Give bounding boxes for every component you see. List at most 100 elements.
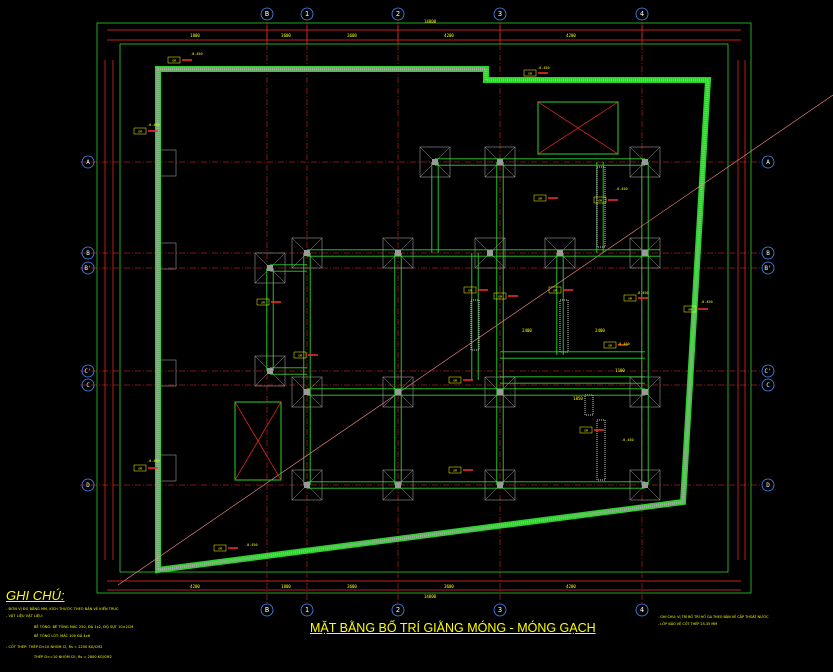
pad-footing <box>484 469 516 501</box>
right-note-line: - LỚP BẢO VỆ CỐT THÉP 25-35 MM <box>658 622 718 626</box>
row-axis-bubble <box>81 246 95 260</box>
section-tag: GM <box>213 544 238 552</box>
brick-wall <box>584 394 594 416</box>
section-tag-text: GM <box>218 547 222 551</box>
section-tag-box <box>256 298 270 306</box>
section-tag-text: GM <box>453 469 457 473</box>
diagonal-reference-line <box>117 94 833 586</box>
section-tag-text: GM <box>553 289 557 293</box>
dimension-text-top: 4200 <box>566 33 576 38</box>
pad-footing <box>254 355 286 387</box>
section-tag-box <box>623 294 637 302</box>
row-axis-label: D <box>766 482 770 489</box>
column-stub <box>432 159 438 165</box>
right-note-line: - GHI CHÚ: VỊ TRÍ BỐ TRÍ HỐ GA THEO BẢN … <box>658 615 769 619</box>
row-axis-bubble <box>81 478 95 492</box>
column-axis-label: B <box>265 10 269 18</box>
section-tag-box <box>683 305 697 313</box>
pad-footing-outline <box>484 376 516 408</box>
section-tag-box <box>167 56 181 64</box>
level-marker: -0.450 <box>147 459 160 463</box>
lot-boundary-hatch <box>156 67 710 572</box>
section-tag: GM <box>603 341 628 349</box>
column-axis-bubble <box>493 603 507 617</box>
dimension-text-bottom: 3600 <box>347 584 357 589</box>
row-axis-label: C <box>766 382 770 389</box>
row-axis-bubble <box>81 378 95 392</box>
tank <box>537 101 619 155</box>
column-stub <box>304 250 310 256</box>
section-tag-text: GM <box>528 72 532 76</box>
section-tag: GM <box>256 298 281 306</box>
column-axis-label: 2 <box>396 10 400 18</box>
section-tag-box <box>579 426 593 434</box>
dimension-text-bottom: 4200 <box>190 584 200 589</box>
column-stub <box>497 482 503 488</box>
row-axis-label: C' <box>84 368 91 375</box>
tank-outline <box>537 101 619 155</box>
dimension-text-inner: 2400 <box>595 328 605 333</box>
column-axis-label: B <box>265 606 269 614</box>
row-axis-bubble <box>761 246 775 260</box>
column-stub <box>395 482 401 488</box>
row-axis-label: B' <box>764 265 771 272</box>
pad-footing <box>474 237 506 269</box>
section-tag-text: GM <box>584 429 588 433</box>
pad-footing <box>382 376 414 408</box>
pad-footing <box>291 237 323 269</box>
inner-frame <box>119 43 729 573</box>
pad-footing-outline <box>382 376 414 408</box>
boundary-column <box>157 242 177 270</box>
pad-footing <box>291 376 323 408</box>
dimension-text-bottom: 3600 <box>444 584 454 589</box>
pad-footing-outline <box>629 237 661 269</box>
pad-footing-outline <box>629 376 661 408</box>
section-tag-text: GM <box>261 301 265 305</box>
outer-frame <box>96 22 752 594</box>
brick-wall <box>559 299 569 353</box>
row-axis-bubble <box>761 364 775 378</box>
note-line: - VẬT LIỆU VẬT LIỆU: <box>6 614 44 618</box>
column-axis-label: 2 <box>396 606 400 614</box>
row-axis-label: D <box>86 482 90 489</box>
section-tag-box <box>593 196 607 204</box>
pad-footing-outline <box>419 146 451 178</box>
pad-footing-outline <box>382 469 414 501</box>
section-tag-text: GM <box>608 344 612 348</box>
level-marker: -0.450 <box>537 66 550 70</box>
section-tag-box <box>603 341 617 349</box>
section-tag: GM <box>579 426 604 434</box>
dimension-text-bottom: 1800 <box>281 584 291 589</box>
column-stub <box>557 250 563 256</box>
column-stub <box>497 389 503 395</box>
row-axis-bubble <box>761 261 775 275</box>
section-tag: GM <box>548 286 573 294</box>
drawing-title: MẶT BẰNG BỐ TRÍ GIẰNG MÓNG - MÓNG GẠCH <box>310 621 596 635</box>
section-tag: GM <box>133 464 158 472</box>
pad-footing-outline <box>629 146 661 178</box>
section-tag-text: GM <box>138 467 142 471</box>
level-marker: -0.450 <box>617 342 630 346</box>
pad-footing-outline <box>629 469 661 501</box>
column-axis-label: 3 <box>498 10 502 18</box>
dimension-text-inner: 1850 <box>573 396 583 401</box>
tank-outline <box>234 401 282 481</box>
column-stub <box>642 159 648 165</box>
column-axis-bubble <box>635 7 649 21</box>
lot-boundary-wall <box>155 66 712 574</box>
brick-wall <box>596 166 606 248</box>
level-marker: -0.450 <box>700 300 713 304</box>
column-axis-label: 3 <box>498 606 502 614</box>
column-stub <box>267 368 273 374</box>
row-axis-bubble <box>761 478 775 492</box>
level-marker: -0.450 <box>636 291 649 295</box>
section-tag-box <box>133 127 147 135</box>
note-line: THÉP D>=10 NHÓM CII, Rs = 2800 KG/CM2 <box>34 655 112 659</box>
boundary-column <box>157 149 177 177</box>
dimension-text-top: 3600 <box>347 33 357 38</box>
section-tag-text: GM <box>453 379 457 383</box>
dimension-text-bottom: 4200 <box>566 584 576 589</box>
column-axis-bubble <box>493 7 507 21</box>
row-axis-bubble <box>761 155 775 169</box>
